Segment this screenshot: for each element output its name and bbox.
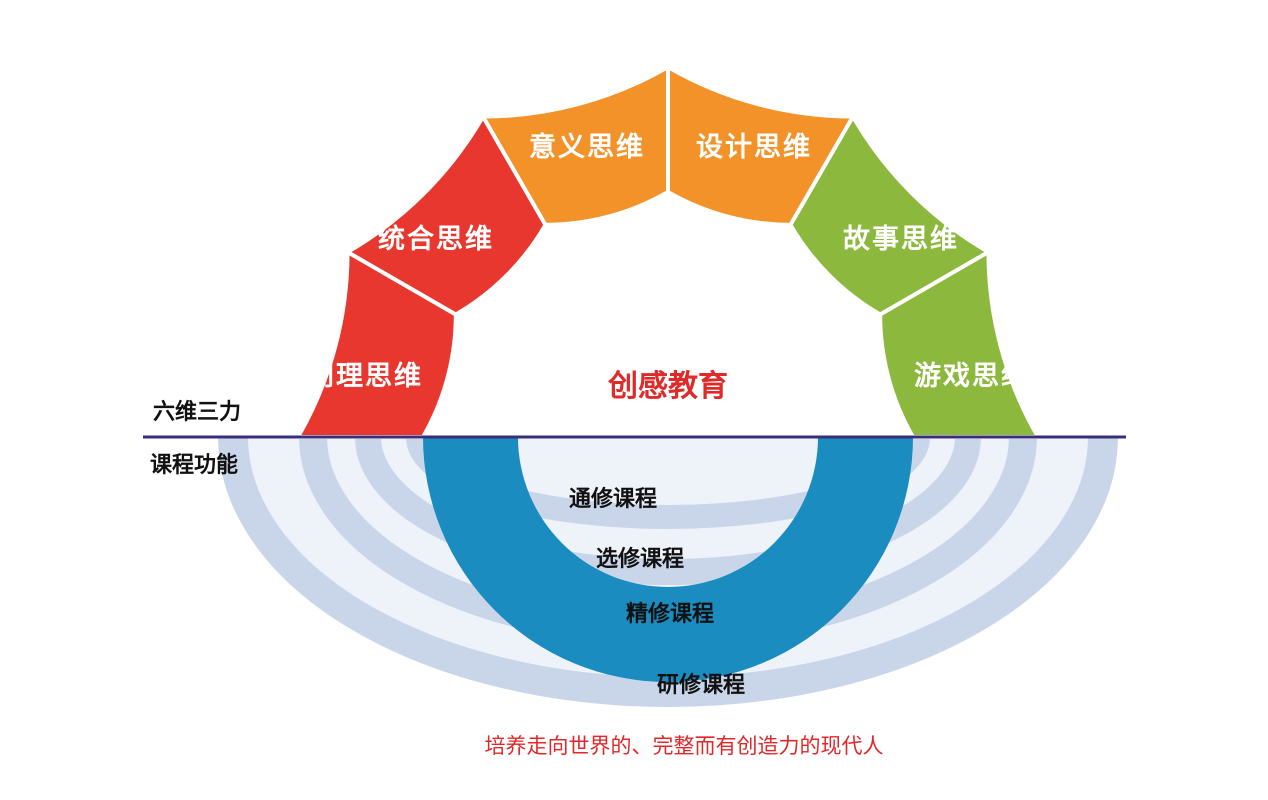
outer-label-3: 意义思维 xyxy=(529,131,645,163)
slogan-text: 培养走向世界的、完整而有创造力的现代人 xyxy=(485,734,884,758)
outer-thinking-ring xyxy=(294,63,1042,439)
center-label: 创感教育 xyxy=(607,369,728,404)
left-label-top: 六维三力 xyxy=(153,399,241,425)
outer-label-4: 设计思维 xyxy=(696,132,812,163)
outer-label-5: 故事思维 xyxy=(843,224,959,255)
center-disc xyxy=(518,287,818,437)
course-label-2: 选修课程 xyxy=(596,546,684,572)
left-label-bottom: 课程功能 xyxy=(150,452,238,478)
course-label-3: 精修课程 xyxy=(626,601,714,627)
course-label-1: 通修课程 xyxy=(569,486,657,512)
inner-label-creativity: 创造力 xyxy=(621,228,714,261)
outer-label-1: 同理思维 xyxy=(307,361,423,392)
inner-ability-ring xyxy=(423,437,913,682)
course-label-4: 研修课程 xyxy=(657,672,745,698)
outer-label-6: 游戏思维 xyxy=(914,361,1030,392)
outer-label-2: 统合思维 xyxy=(378,223,494,255)
